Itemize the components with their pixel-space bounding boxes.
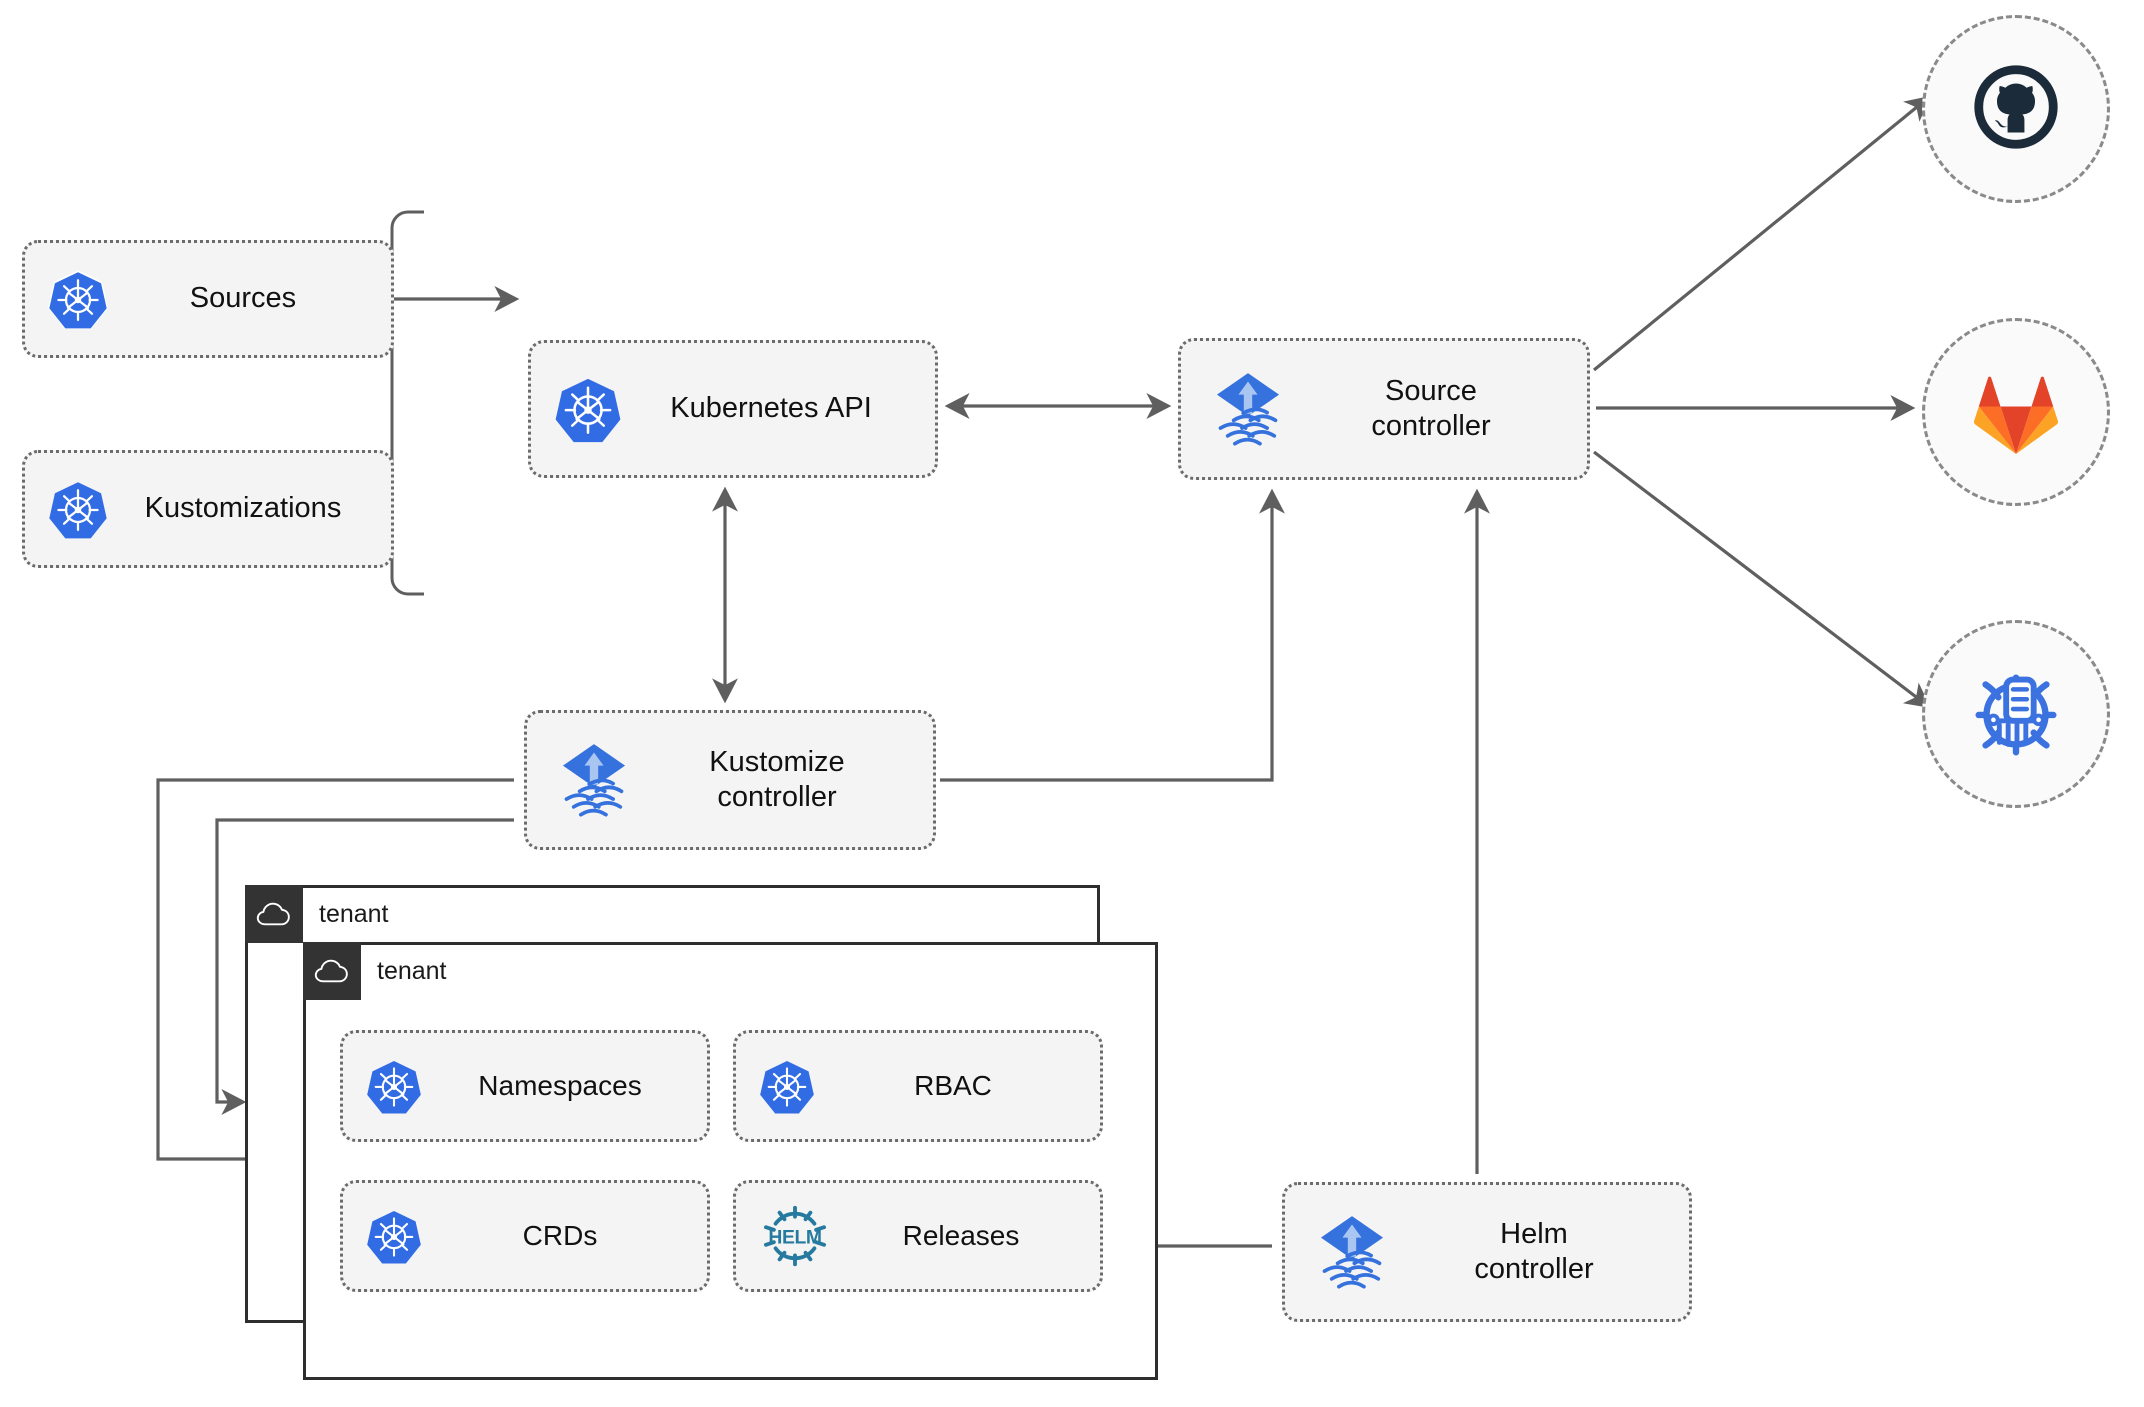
github-icon bbox=[1967, 58, 2065, 161]
external-source-gitlab[interactable] bbox=[1922, 318, 2110, 506]
gitlab-icon bbox=[1966, 362, 2066, 463]
node-crds[interactable]: CRDs bbox=[340, 1180, 710, 1292]
flux-icon bbox=[1309, 1209, 1395, 1295]
node-label: RBAC bbox=[914, 1069, 992, 1101]
helm-icon: HELM bbox=[758, 1205, 832, 1267]
node-label: Releases bbox=[902, 1219, 1020, 1251]
kubernetes-icon bbox=[553, 374, 623, 444]
tenant-panel-front[interactable]: tenant bbox=[303, 942, 1158, 1380]
node-label: Sources bbox=[189, 282, 297, 315]
node-source-controller[interactable]: Source controller bbox=[1178, 338, 1590, 480]
node-label: Kustomize controller bbox=[709, 745, 845, 813]
kubernetes-icon bbox=[365, 1057, 423, 1115]
kubernetes-icon bbox=[47, 268, 109, 330]
flux-icon bbox=[1205, 366, 1291, 452]
node-kustomizations[interactable]: Kustomizations bbox=[22, 450, 394, 568]
external-source-helm-repository[interactable] bbox=[1922, 620, 2110, 808]
node-label: Source controller bbox=[1371, 374, 1491, 442]
helm-repository-icon bbox=[1962, 658, 2070, 771]
node-label: Namespaces bbox=[478, 1069, 642, 1101]
external-source-github[interactable] bbox=[1922, 15, 2110, 203]
node-kustomize-controller[interactable]: Kustomize controller bbox=[524, 710, 936, 850]
tenant-label: tenant bbox=[377, 956, 447, 985]
node-label: CRDs bbox=[522, 1219, 598, 1251]
node-label: Kubernetes API bbox=[670, 392, 872, 425]
kubernetes-icon bbox=[365, 1207, 423, 1265]
node-label: Helm controller bbox=[1474, 1217, 1594, 1285]
tenant-label: tenant bbox=[319, 899, 389, 928]
node-namespaces[interactable]: Namespaces bbox=[340, 1030, 710, 1142]
node-sources[interactable]: Sources bbox=[22, 240, 394, 358]
tenant-header: tenant bbox=[303, 942, 447, 1000]
node-kubernetes-api[interactable]: Kubernetes API bbox=[528, 340, 938, 478]
kubernetes-icon bbox=[758, 1057, 816, 1115]
cloud-icon bbox=[303, 942, 361, 1000]
cloud-icon bbox=[245, 885, 303, 943]
kubernetes-icon bbox=[47, 478, 109, 540]
node-rbac[interactable]: RBAC bbox=[733, 1030, 1103, 1142]
svg-text:HELM: HELM bbox=[768, 1226, 821, 1248]
tenant-header: tenant bbox=[245, 885, 389, 943]
node-label: Kustomizations bbox=[144, 492, 342, 525]
node-releases[interactable]: HELM Releases bbox=[733, 1180, 1103, 1292]
node-helm-controller[interactable]: Helm controller bbox=[1282, 1182, 1692, 1322]
flux-icon bbox=[551, 737, 637, 823]
